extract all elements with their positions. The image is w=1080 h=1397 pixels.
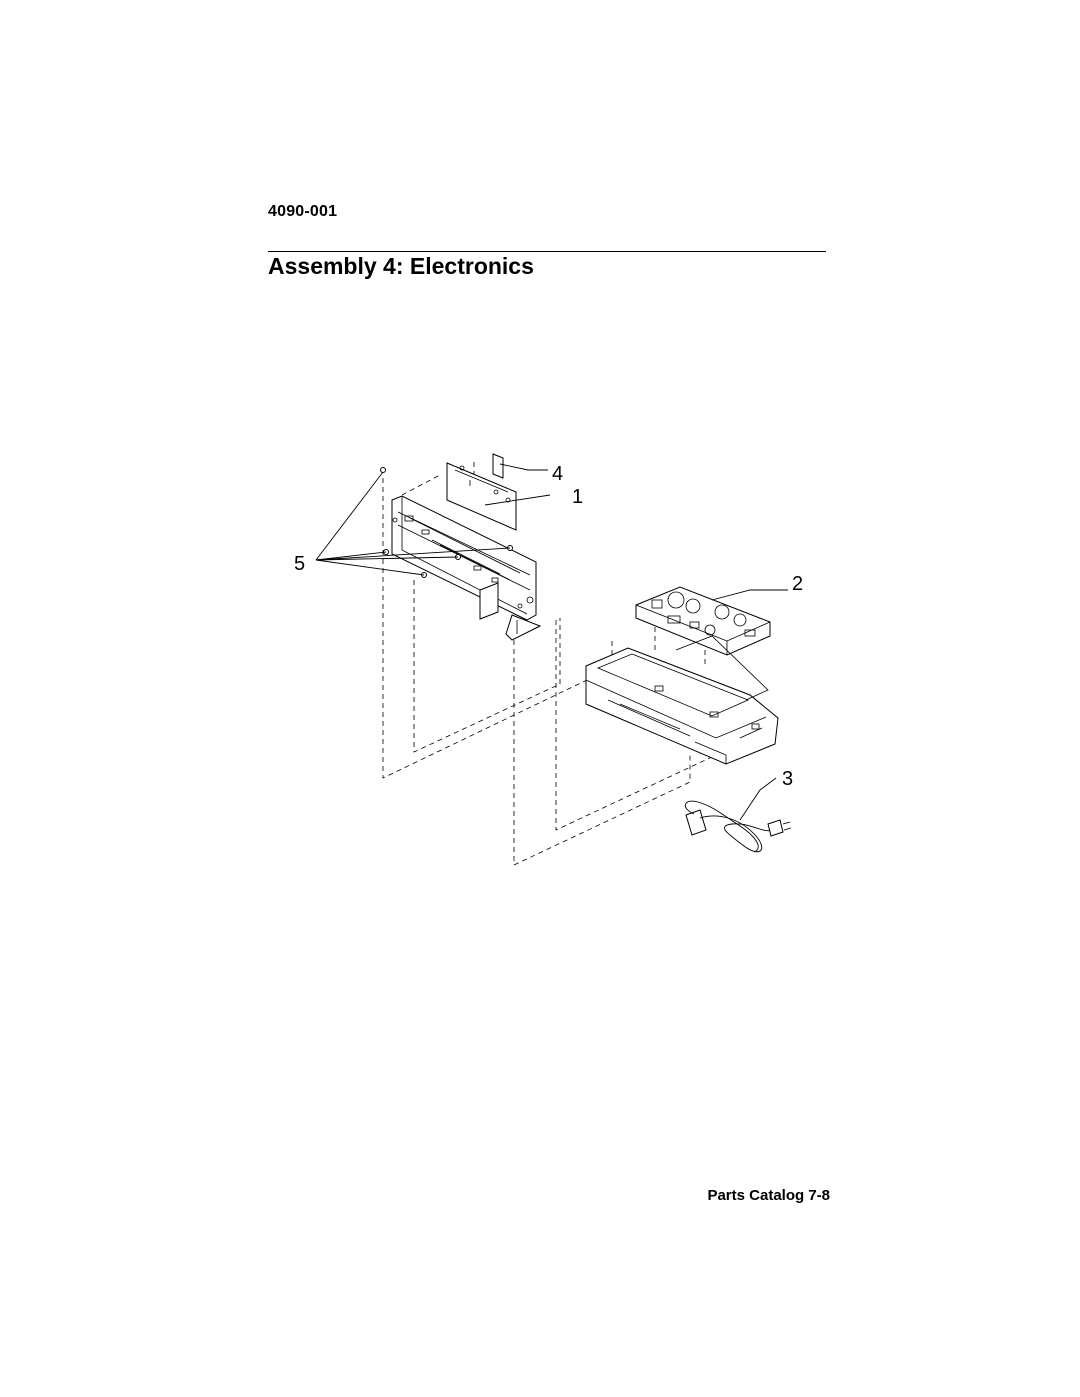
- part-3-power-cord: [684, 800, 792, 853]
- callout-5: 5: [294, 553, 305, 575]
- alignment-lines: [382, 462, 717, 866]
- model-number: 4090-001: [268, 203, 338, 220]
- part-4-label-plate: [492, 453, 504, 479]
- page-footer: Parts Catalog 7-8: [707, 1187, 830, 1204]
- page-title: Assembly 4: Electronics: [268, 253, 534, 279]
- callout-1: 1: [572, 486, 583, 508]
- leader-lines: [315, 463, 788, 821]
- callout-labels: 4 1 5 2 3: [294, 463, 803, 790]
- callout-3: 3: [782, 768, 793, 790]
- callout-2: 2: [792, 573, 803, 595]
- callout-4: 4: [552, 463, 563, 485]
- base-tray: [585, 635, 779, 765]
- part-1-electronics-frame: [391, 462, 542, 641]
- part-2-power-supply-board: [635, 586, 771, 656]
- title-rule: [268, 251, 826, 252]
